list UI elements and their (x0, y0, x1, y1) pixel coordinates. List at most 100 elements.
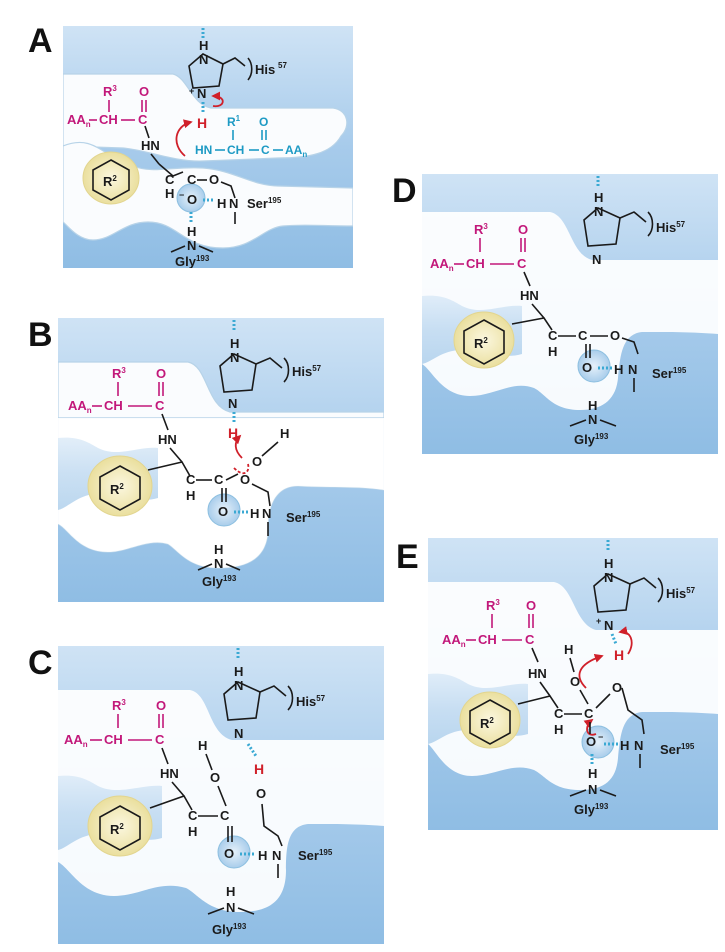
panel-d-his: His57 (656, 220, 686, 235)
panel-c-c: C (155, 732, 165, 747)
panel-d-benzene (463, 319, 505, 365)
panel-b-ch: CH (104, 398, 123, 413)
panel-a-ch-h: H (165, 186, 174, 201)
panel-a-cyan-o: O (259, 115, 268, 129)
panel-c-his-h: H (234, 664, 243, 679)
panel-c-ser-n: N (272, 848, 281, 863)
panel-b-water-bond (261, 441, 279, 457)
panel-c-gly-h: H (226, 884, 235, 899)
panel-c-gly-n: N (226, 900, 235, 915)
panel-b-water-h: H (280, 426, 289, 441)
panel-b-his: His57 (292, 364, 322, 379)
panel-e-benzyl-bond (517, 695, 559, 709)
panel-d-s1-pocket (453, 311, 515, 369)
panel-d-r2: R2 (474, 336, 488, 351)
panel-a-minus: − (179, 190, 184, 200)
panel-e-tetra-c: C (584, 706, 594, 721)
panel-c-aa-left: AAn (64, 732, 88, 749)
panel-a: H N N + His 57 H R3 O AAn CH C HN HN CH … (63, 26, 353, 268)
panel-d-gly-h: H (588, 398, 597, 413)
panel-a-ch: CH (99, 112, 118, 127)
panel-a-his-num: 57 (278, 61, 287, 70)
panel-a-r2: R2 (103, 174, 117, 189)
panel-b-gly-bonds (197, 563, 241, 571)
panel-c-his-n3: N (234, 726, 243, 741)
panel-d-gly: Gly193 (574, 432, 609, 447)
panel-e-hn: HN (528, 666, 547, 681)
panel-b-ch-c: C (186, 472, 196, 487)
panel-e-ser-o: O (612, 680, 622, 695)
panel-d-ch: CH (466, 256, 485, 271)
panel-e-minus: − (598, 732, 603, 742)
panel-a-hn: HN (141, 138, 160, 153)
panel-b-his-h: H (230, 336, 239, 351)
panel-e: H N N + His57 H R3 O AAn CH C HN C H C H… (428, 538, 718, 830)
panel-b-r2: R2 (110, 482, 124, 497)
panel-c-oxyanion-hole (217, 835, 251, 869)
panel-b-aa-left: AAn (68, 398, 92, 415)
panel-c-ch-c: C (188, 808, 198, 823)
panel-d-ch-c: C (548, 328, 558, 343)
panel-d-carbonyl-o: O (518, 222, 528, 237)
panel-a-oxyanion-o: O (187, 192, 197, 207)
panel-d-bond-c-hn (523, 271, 531, 287)
panel-e-r3: R3 (486, 598, 500, 613)
panel-e-his-n1: N (604, 570, 613, 585)
panel-b-his-n3: N (228, 396, 237, 411)
panel-e-red-h: H (614, 647, 624, 663)
panel-a-gly-n: N (187, 238, 196, 253)
panel-e-his-bracket (657, 577, 664, 603)
panel-d-ser-bond (621, 337, 639, 355)
panel-a-s1-pocket (82, 151, 140, 205)
panel-a-benzene (92, 159, 130, 201)
panel-d-his-linker (619, 211, 647, 223)
panel-a-ser: Ser195 (247, 196, 282, 211)
panel-c-acid-h: H (198, 738, 207, 753)
panel-e-c: C (525, 632, 535, 647)
panel-a-bond-hn-ch (150, 153, 160, 165)
panel-a-his-n3: N (197, 86, 206, 101)
panel-b-red-h: H (228, 425, 238, 441)
panel-d-r3: R3 (474, 222, 488, 237)
panel-a-upper-cavity (63, 73, 348, 162)
panel-e-ser-n: N (634, 738, 643, 753)
panel-e-gly: Gly193 (574, 802, 609, 817)
panel-c: H N N His57 H R3 O AAn CH C HN C H C O H… (58, 646, 384, 944)
panel-d-his-n3: N (592, 252, 601, 267)
panel-a-cyan-c: C (261, 143, 270, 157)
panel-b-his-linker (255, 357, 283, 369)
panel-a-ch-c: C (165, 172, 175, 187)
panel-d-aa-left: AAn (430, 256, 454, 273)
panel-e-carbonyl-o: O (526, 598, 536, 613)
panel-c-ser: Ser195 (298, 848, 333, 863)
panel-d-ser-n: N (628, 362, 637, 377)
panel-a-his-label: His (255, 62, 275, 77)
panel-c-acyl-c: C (220, 808, 230, 823)
panel-c-gly: Gly193 (212, 922, 247, 937)
panel-c-his: His57 (296, 694, 326, 709)
panel-e-gly-bonds (569, 789, 617, 797)
panel-c-ch: CH (104, 732, 123, 747)
panel-b-gly-n: N (214, 556, 223, 571)
panel-e-ser: Ser195 (660, 742, 695, 757)
panel-e-ch-h: H (554, 722, 563, 737)
panel-e-bond-hn-ch (539, 681, 551, 697)
panel-a-tetra-c: C (187, 172, 197, 187)
panel-e-gly-n: N (588, 782, 597, 797)
panel-b-his-bracket (283, 357, 290, 383)
panel-e-his-plus: + (596, 616, 601, 626)
panel-b-imidazole-ring (219, 353, 257, 393)
panel-a-gly-h: H (187, 224, 196, 239)
panel-d-his-h: H (594, 190, 603, 205)
panel-c-his-bracket (287, 685, 294, 711)
panel-c-his-h-bond2 (246, 743, 258, 757)
panel-b-ser-n: N (262, 506, 271, 521)
panel-a-his-h: H (199, 38, 208, 53)
panel-e-his: His57 (666, 586, 696, 601)
panel-a-his-plus: + (189, 86, 194, 96)
panel-e-ser-bond (621, 687, 645, 735)
panel-b-hn: HN (158, 432, 177, 447)
panel-d-bond-hn-ch (531, 303, 545, 319)
panel-e-arrow-3 (583, 718, 597, 736)
panel-d-acyl-c: C (578, 328, 588, 343)
